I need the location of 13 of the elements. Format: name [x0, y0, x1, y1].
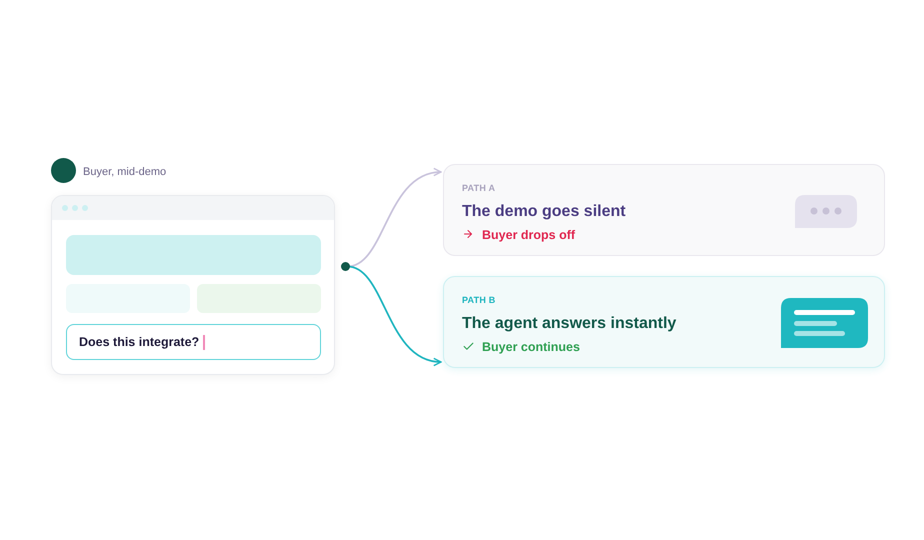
chat-input-field: Does this integrate?	[66, 324, 321, 360]
path-tag: PATH A	[462, 182, 496, 196]
user-caption: Buyer, mid-demo	[83, 165, 166, 180]
outcome-text: Buyer drops off	[482, 227, 576, 244]
path-heading: The agent answers instantly	[462, 314, 676, 334]
path-card	[443, 164, 885, 256]
path-tag: PATH B	[462, 294, 496, 308]
outcome-text: Buyer continues	[482, 339, 580, 356]
branch-arrow	[347, 266, 442, 366]
browser-window	[51, 195, 335, 375]
path-heading: The demo goes silent	[462, 202, 626, 222]
path-card	[443, 276, 885, 368]
branch-arrow	[347, 168, 442, 268]
